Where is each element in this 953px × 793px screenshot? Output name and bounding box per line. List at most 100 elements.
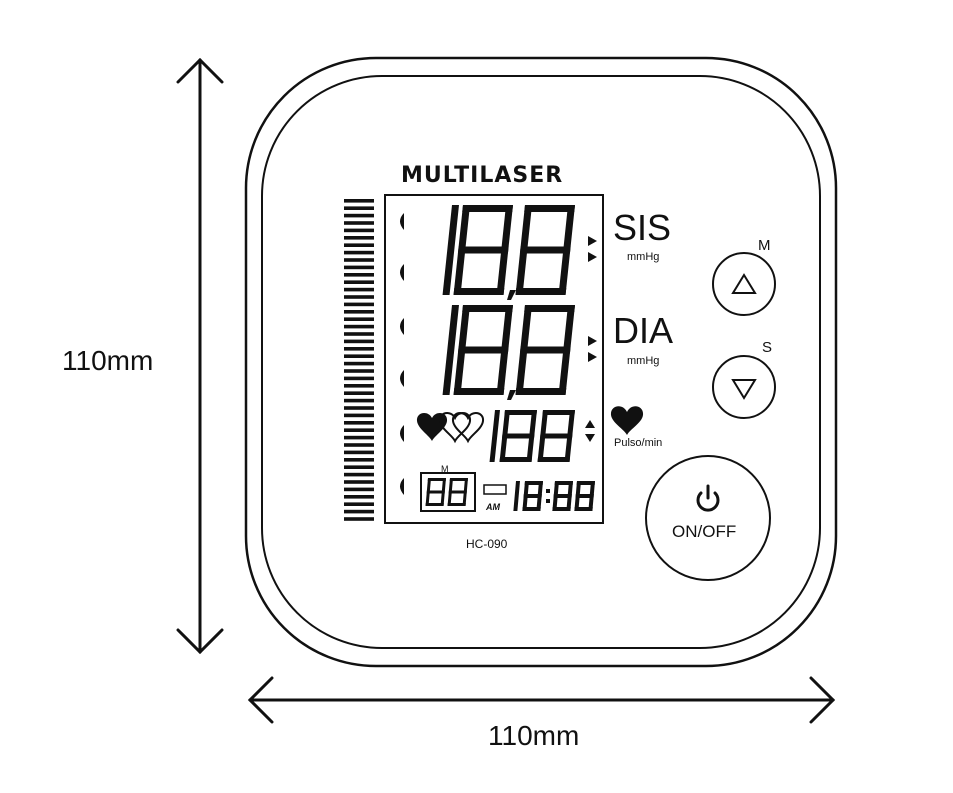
lcd-segment xyxy=(558,250,571,295)
bar-graph-stripe xyxy=(344,236,374,240)
pulse-digits xyxy=(489,410,575,462)
lcd-segment-gap xyxy=(528,486,538,493)
lcd-segment xyxy=(540,410,548,436)
model-label: HC-090 xyxy=(466,537,508,551)
lcd-segment-digit xyxy=(447,478,468,506)
lcd-segment-gap xyxy=(452,482,464,490)
lcd-segment-gap xyxy=(451,494,463,502)
lcd-segment xyxy=(564,436,573,462)
lcd-segment xyxy=(567,481,573,496)
width-dimension-arrow xyxy=(247,676,836,724)
lcd-segment xyxy=(523,481,529,496)
bar-graph-stripe xyxy=(344,273,374,277)
lcd-segment-digit xyxy=(522,481,543,511)
bar-graph-stripe xyxy=(344,480,374,484)
bar-graph-stripe xyxy=(344,347,374,351)
lcd-segment xyxy=(575,494,594,498)
lcd-segment xyxy=(540,433,573,439)
bar-graph-stripe xyxy=(344,435,374,440)
lcd-decimal-comma xyxy=(507,390,516,400)
lcd-segment xyxy=(524,481,543,485)
lcd-segment xyxy=(447,492,452,506)
lcd-segment xyxy=(447,205,459,250)
set-down-button[interactable] xyxy=(712,355,776,419)
lcd-segment xyxy=(425,503,444,506)
bar-graph-stripe xyxy=(344,465,374,469)
lcd-segment xyxy=(529,410,537,436)
lcd-segment xyxy=(426,490,445,494)
lcd-segment xyxy=(526,436,535,462)
lcd-segment xyxy=(447,305,459,350)
lcd-segment xyxy=(425,492,430,506)
lcd-segment xyxy=(513,496,519,511)
lcd-segment xyxy=(427,478,446,481)
lcd-segment xyxy=(558,350,571,395)
lcd-segment xyxy=(504,410,537,415)
lcd-segment xyxy=(447,503,466,506)
lcd-segment-gap xyxy=(508,416,531,433)
lcd-segment xyxy=(575,481,581,496)
brand-logo: MULTILASER xyxy=(401,163,563,188)
diastolic-arrow-markers xyxy=(588,336,597,362)
lcd-segment xyxy=(440,492,445,506)
clock-digits xyxy=(513,481,595,511)
bar-graph-stripe xyxy=(344,258,374,262)
bar-graph-stripe xyxy=(344,265,374,270)
lcd-segment-digit-one xyxy=(442,305,459,395)
lcd-segment xyxy=(563,205,575,250)
lcd-segment xyxy=(514,481,520,496)
bar-graph-stripe xyxy=(344,280,374,284)
lcd-segment-digit-one xyxy=(513,481,520,511)
power-button-label: ON/OFF xyxy=(672,522,736,541)
systolic-digits xyxy=(442,205,575,300)
lcd-segment xyxy=(489,436,498,462)
lcd-segment xyxy=(442,250,455,295)
bar-graph-stripe xyxy=(344,369,374,373)
cuff-icon xyxy=(483,484,507,495)
lcd-segment-gap xyxy=(527,499,537,506)
bar-graph-stripe xyxy=(344,206,374,210)
lcd-side-indicators xyxy=(400,213,404,495)
bar-graph-stripe xyxy=(344,302,374,307)
memory-indicator: M xyxy=(441,464,449,474)
systolic-label: SIS xyxy=(613,207,671,248)
lcd-segment-digit xyxy=(537,410,575,462)
lcd-segment xyxy=(552,507,571,511)
lcd-segment-gap xyxy=(429,494,441,502)
lcd-segment xyxy=(458,205,470,250)
lcd-segment-digit xyxy=(515,305,575,395)
lcd-segment-gap xyxy=(462,254,500,287)
lcd-segment xyxy=(563,305,575,350)
power-button[interactable]: ON/OFF xyxy=(645,455,771,581)
lcd-segment xyxy=(502,410,510,436)
lcd-segment xyxy=(462,305,513,312)
bar-graph-stripe xyxy=(344,421,374,425)
lcd-segment-gap xyxy=(524,254,562,287)
lcd-segment-digit xyxy=(499,410,537,462)
memory-up-button[interactable] xyxy=(712,252,776,316)
lcd-segment xyxy=(462,205,513,212)
lcd-segment xyxy=(554,481,573,485)
lcd-segment-digit-one xyxy=(442,205,459,295)
lcd-segment-digit xyxy=(453,305,513,395)
lcd-segment-gap xyxy=(580,486,590,493)
pressure-bar-graph xyxy=(344,199,374,521)
width-dimension-label: 110mm xyxy=(488,720,579,751)
lcd-segment xyxy=(515,288,567,295)
lcd-segment-digit xyxy=(574,481,595,511)
lcd-segment xyxy=(515,388,567,395)
height-dimension-label: 110mm xyxy=(62,345,153,376)
bar-graph-stripe xyxy=(344,509,374,514)
lcd-segment xyxy=(523,494,542,498)
lcd-segment xyxy=(448,478,453,492)
lcd-segment-gap xyxy=(579,499,589,506)
lcd-segment xyxy=(499,457,533,462)
memory-box xyxy=(420,472,476,512)
lcd-segment xyxy=(457,346,509,354)
bar-graph-stripe xyxy=(344,228,374,233)
bar-graph-stripe xyxy=(344,502,374,506)
lcd-segment-digit xyxy=(453,205,513,295)
lcd-segment-gap xyxy=(544,439,566,456)
power-icon xyxy=(696,484,720,512)
bar-graph-stripe xyxy=(344,406,374,410)
